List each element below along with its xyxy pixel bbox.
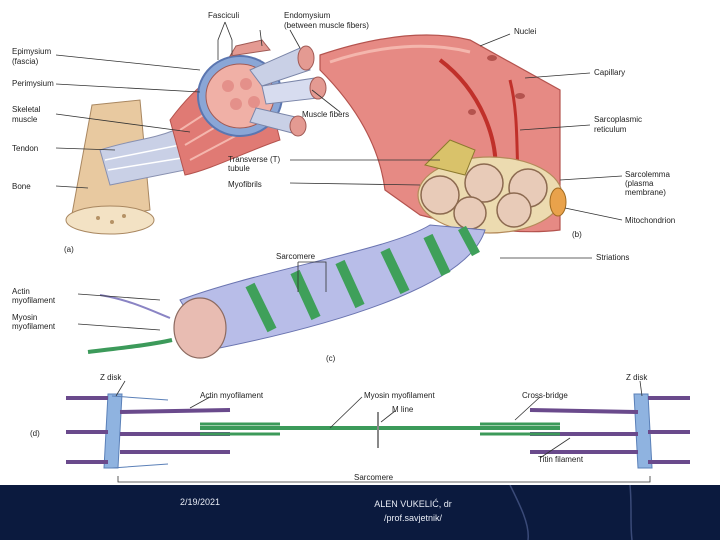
label-muscle: muscle	[12, 115, 38, 124]
label-striations: Striations	[596, 253, 629, 262]
label-myofibrils: Myofibrils	[228, 180, 262, 189]
label-nuclei: Nuclei	[514, 27, 536, 36]
label-actin-myofilament: Actin myofilament	[200, 391, 264, 400]
label-sarcolemma: Sarcolemma	[625, 170, 670, 179]
label-titin: Titin filament	[538, 455, 584, 464]
label-perimysium: Perimysium	[12, 79, 54, 88]
label-myosin-myofilament: Myosin myofilament	[364, 391, 435, 400]
footer-decoration	[509, 485, 633, 540]
label-tubule: tubule	[228, 164, 250, 173]
sarcomere-illustration	[66, 393, 690, 469]
label-cross-bridge: Cross-bridge	[522, 391, 568, 400]
label-sarcoplasmic: Sarcoplasmic	[594, 115, 642, 124]
label-actin-2: myofilament	[12, 296, 56, 305]
label-bone: Bone	[12, 182, 31, 191]
slide-footer: 2/19/2021 ALEN VUKELIĆ, dr /prof.savjetn…	[0, 485, 720, 540]
label-reticulum: reticulum	[594, 125, 627, 134]
myofibril-illustration	[87, 224, 486, 359]
footer-author-line-1: ALEN VUKELIĆ, dr	[374, 499, 452, 509]
footer-author: ALEN VUKELIĆ, dr /prof.savjetnik/	[368, 497, 458, 525]
label-myosin-2: myofilament	[12, 322, 56, 331]
label-membrane: membrane)	[625, 188, 666, 197]
label-panel-c: (c)	[326, 354, 336, 363]
label-fasciculi: Fasciculi	[208, 11, 239, 20]
label-z-disk-left: Z disk	[100, 373, 122, 382]
label-muscle-fibers: Muscle fibers	[302, 110, 349, 119]
label-panel-b: (b)	[572, 230, 582, 239]
label-panel-d: (d)	[30, 429, 40, 438]
label-myosin-1: Myosin	[12, 313, 37, 322]
label-epimysium: Epimysium	[12, 47, 51, 56]
muscle-anatomy-diagram: Fasciculi Endomysium (between muscle fib…	[12, 11, 690, 483]
label-panel-a: (a)	[64, 245, 74, 254]
label-capillary: Capillary	[594, 68, 625, 77]
label-actin-1: Actin	[12, 287, 30, 296]
muscle-fiber-illustration	[319, 34, 567, 234]
label-sarcomere-bottom: Sarcomere	[354, 473, 394, 482]
label-z-disk-right: Z disk	[626, 373, 648, 382]
label-sarcomere-top: Sarcomere	[276, 252, 316, 261]
label-mitochondrion: Mitochondrion	[625, 216, 675, 225]
label-plasma: (plasma	[625, 179, 654, 188]
label-transverse: Transverse (T)	[228, 155, 280, 164]
label-epimysium-sub: (fascia)	[12, 57, 39, 66]
label-tendon: Tendon	[12, 144, 38, 153]
footer-date: 2/19/2021	[180, 497, 221, 507]
skeletal-muscle-illustration	[169, 39, 327, 176]
leader-lines	[55, 21, 651, 483]
label-skeletal: Skeletal	[12, 105, 41, 114]
footer-author-line-2: /prof.savjetnik/	[383, 513, 443, 523]
label-m-line: M line	[392, 405, 414, 414]
label-endomysium: Endomysium	[284, 11, 331, 20]
label-endomysium-sub: (between muscle fibers)	[284, 21, 369, 30]
